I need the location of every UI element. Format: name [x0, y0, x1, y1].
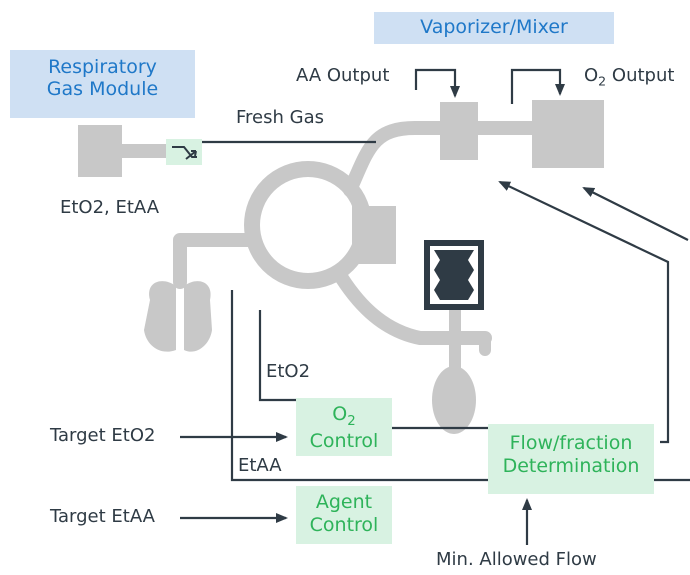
- vaporizer-mixer-label: Vaporizer/Mixer: [420, 16, 568, 38]
- eto2-feedback-line: [258, 310, 296, 402]
- fresh-gas-label: Fresh Gas: [236, 107, 324, 128]
- gas-module-label-line1: Respiratory: [48, 56, 157, 78]
- agent-control-box: Agent Control: [296, 486, 392, 544]
- respiratory-gas-module-box: Respiratory Gas Module: [10, 50, 195, 118]
- o2-control-line2: Control: [309, 429, 379, 452]
- etaa-signal-label: EtAA: [238, 455, 282, 476]
- valve-symbol-icon: [172, 146, 197, 158]
- signal-lines: [180, 68, 690, 545]
- vaporizer-block: [440, 102, 478, 160]
- left-lung: [144, 281, 176, 352]
- patient-branch: [173, 233, 259, 289]
- right-lung: [184, 281, 212, 352]
- flow-to-vaporizer-line: [498, 181, 670, 444]
- eto2-signal-label: EtO2: [266, 361, 311, 382]
- o2-output-label: O2 Output: [584, 65, 675, 89]
- valve-arrow-icon: [185, 150, 197, 160]
- flow-fraction-line1: Flow/fraction: [509, 432, 633, 454]
- o2-output-line: [510, 68, 565, 104]
- flow-fraction-line2: Determination: [502, 454, 640, 477]
- mixer-block: [532, 100, 604, 168]
- eto2-etaa-label: EtO2, EtAA: [60, 197, 160, 218]
- vaporizer-mixer-box: Vaporizer/Mixer: [374, 12, 614, 44]
- flow-to-mixer-line: [582, 187, 689, 241]
- target-eto2-label: Target EtO2: [50, 425, 156, 446]
- aa-output-line: [414, 68, 460, 98]
- aa-output-label: AA Output: [296, 65, 390, 86]
- absorber-canister: [352, 206, 396, 264]
- agent-control-line2: Control: [309, 513, 379, 536]
- agent-control-line1: Agent: [315, 491, 373, 513]
- o2-control-box: O2 Control: [296, 398, 392, 456]
- gas-module-label-line2: Gas Module: [46, 77, 159, 100]
- flow-fraction-box: Flow/fraction Determination: [488, 424, 654, 494]
- bag-branch: [331, 265, 492, 345]
- gas-module-block: [78, 125, 122, 177]
- target-etaa-label: Target EtAA: [50, 506, 155, 527]
- o2-control-line1: O2: [332, 403, 356, 429]
- bellows-zigzag: [434, 250, 474, 300]
- etaa-feedback-line: [230, 290, 488, 482]
- min-allowed-flow-label: Min. Allowed Flow: [436, 549, 597, 570]
- reservoir-bag: [432, 366, 476, 434]
- fresh-gas-pipe: [343, 121, 452, 197]
